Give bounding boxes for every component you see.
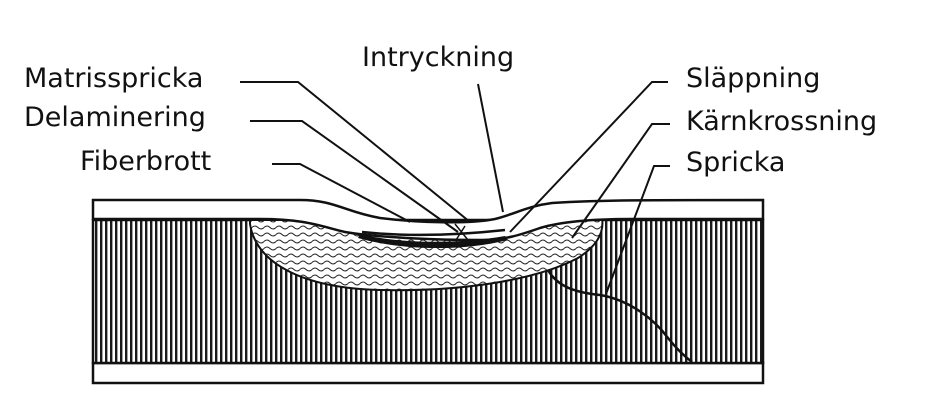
leader-indentation	[477, 83, 504, 213]
label-crack: Spricka	[686, 147, 786, 178]
top-face-sheet	[91, 198, 765, 242]
leader-matrix-crack	[240, 81, 471, 223]
bottom-face-sheet	[91, 361, 765, 385]
leader-core-crushing	[571, 123, 670, 239]
delamination-line	[361, 228, 506, 237]
crushed-core-zone	[249, 221, 604, 292]
leader-crack	[605, 165, 670, 295]
leader-delamination	[250, 120, 459, 233]
fiber-break-mark	[454, 223, 469, 241]
core-crack	[546, 269, 693, 363]
label-indentation: Intryckning	[362, 42, 515, 73]
label-matrix-crack: Matrisspricka	[24, 63, 204, 94]
damage-zone	[358, 234, 508, 249]
label-delamination: Delaminering	[24, 102, 206, 133]
label-core-crushing: Kärnkrossning	[686, 106, 878, 137]
leader-fiber-break	[272, 163, 411, 223]
label-debonding: Släppning	[686, 63, 821, 94]
leader-lines	[240, 81, 670, 295]
label-fiber-break: Fiberbrott	[80, 146, 212, 177]
leader-debonding	[509, 81, 668, 233]
